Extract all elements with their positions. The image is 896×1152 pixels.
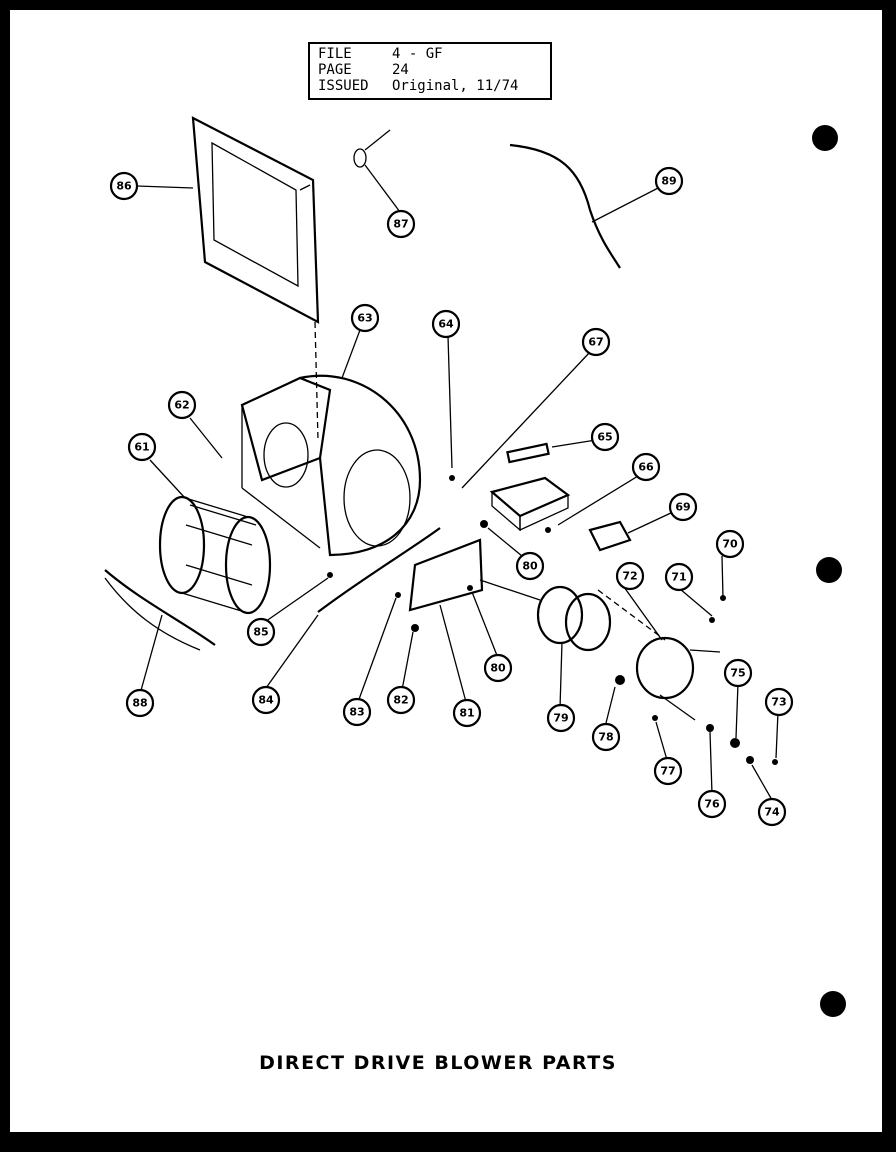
svg-text:71: 71 [671,571,686,584]
callout-77: 77 [653,756,683,786]
callout-89: 89 [654,166,684,196]
access-panel [191,116,320,324]
cutoff-plate [104,569,216,646]
svg-text:70: 70 [722,538,738,551]
svg-text:88: 88 [132,697,147,710]
callout-75: 75 [723,658,753,688]
callout-67: 67 [581,327,611,357]
callout-78: 78 [591,722,621,752]
callout-62: 62 [167,390,197,420]
svg-text:66: 66 [638,461,654,474]
callout-labels: 86 87 89 63 64 67 62 61 65 66 69 70 72 7… [109,166,794,827]
callout-83: 83 [342,697,372,727]
callout-66: 66 [631,452,661,482]
punch-hole-middle [816,557,842,583]
svg-text:78: 78 [598,731,613,744]
blower-wheel [158,495,272,615]
svg-text:84: 84 [258,694,274,707]
svg-text:63: 63 [357,312,372,325]
file-label: FILE [318,46,352,62]
callout-87: 87 [386,209,416,239]
callout-61: 61 [127,432,157,462]
callout-81: 81 [452,698,482,728]
callout-80-lower: 80 [483,653,513,683]
file-info-box: FILE 4 - GF PAGE 24 ISSUED Original, 11/74 [308,42,552,100]
motor [479,579,612,652]
svg-text:79: 79 [553,712,568,725]
callout-69: 69 [668,492,698,522]
callout-88: 88 [125,688,155,718]
svg-text:62: 62 [174,399,189,412]
svg-text:75: 75 [730,667,745,680]
callout-85: 85 [246,617,276,647]
callout-73: 73 [764,687,794,717]
svg-text:61: 61 [134,441,149,454]
svg-text:83: 83 [349,706,364,719]
file-value: 4 - GF [392,46,443,62]
figure-caption: DIRECT DRIVE BLOWER PARTS [259,1052,617,1074]
callout-74: 74 [757,797,787,827]
callout-86: 86 [109,171,139,201]
issued-value: Original, 11/74 [392,78,519,94]
callout-82: 82 [386,685,416,715]
svg-text:73: 73 [771,696,786,709]
svg-text:89: 89 [661,175,676,188]
blower-housing [240,374,422,557]
callout-64: 64 [431,309,461,339]
wire-harness [509,143,621,269]
callout-79: 79 [546,703,576,733]
svg-text:77: 77 [660,765,675,778]
callout-65: 65 [590,422,620,452]
callout-80-upper: 80 [515,551,545,581]
svg-text:74: 74 [764,806,780,819]
relay-box [489,476,571,518]
motor-mount-ring [635,636,721,721]
svg-text:67: 67 [588,336,603,349]
svg-text:76: 76 [704,798,720,811]
issued-label: ISSUED [318,78,369,94]
page-value: 24 [392,62,409,78]
callout-84: 84 [251,685,281,715]
svg-text:82: 82 [393,694,408,707]
svg-text:87: 87 [393,218,408,231]
svg-text:80: 80 [490,662,506,675]
svg-text:86: 86 [116,180,132,193]
rubber-strip [317,527,441,613]
punch-hole-top [812,125,838,151]
callout-72: 72 [615,561,645,591]
capacitor [588,520,632,552]
callout-63: 63 [350,303,380,333]
svg-text:65: 65 [597,431,612,444]
callout-76: 76 [697,789,727,819]
svg-text:64: 64 [438,318,454,331]
latch [353,129,391,168]
motor-mount-bracket [408,538,484,612]
svg-text:69: 69 [675,501,690,514]
punch-hole-bottom [820,991,846,1017]
svg-text:72: 72 [622,570,637,583]
svg-text:80: 80 [522,560,538,573]
relay-bar [506,442,550,464]
page-label: PAGE [318,62,352,78]
svg-text:85: 85 [253,626,268,639]
callout-70: 70 [715,529,745,559]
callout-71: 71 [664,562,694,592]
svg-text:81: 81 [459,707,474,720]
